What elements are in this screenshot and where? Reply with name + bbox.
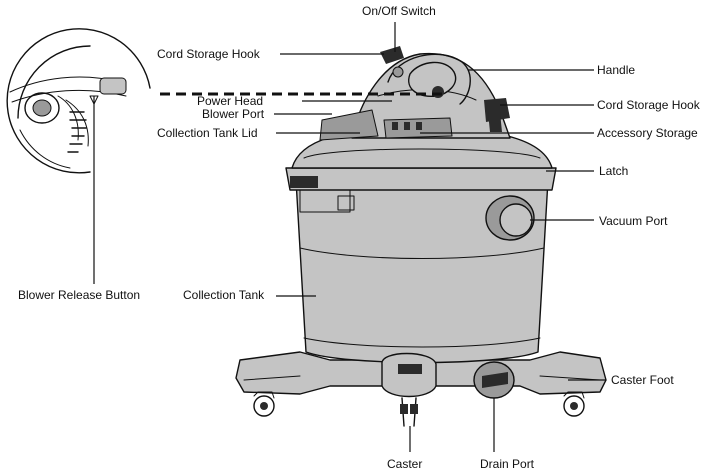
power-head-label: Power Head [197,94,264,108]
handle-label: Handle [597,63,636,77]
latch-label: Latch [599,164,629,178]
collection-tank-lid-label: Collection Tank Lid [157,126,258,140]
blower-port-label: Blower Port [202,107,265,121]
accessory-storage-label: Accessory Storage [597,126,698,140]
collection-tank-label: Collection Tank [183,288,265,302]
vacuum-port-label: Vacuum Port [599,214,668,228]
shop-vacuum-illustration [235,46,607,427]
blower-release-detail-icon [6,28,151,174]
leader-lines [93,22,606,452]
cord-storage-hook-label-left: Cord Storage Hook [157,47,260,61]
caster-foot-label: Caster Foot [611,373,674,387]
on-off-switch-label: On/Off Switch [362,4,436,18]
cord-storage-hook-label-right: Cord Storage Hook [597,98,700,112]
blower-release-button-label: Blower Release Button [18,288,141,302]
drain-port-label: Drain Port [480,457,535,471]
caster-label: Caster [387,457,423,471]
